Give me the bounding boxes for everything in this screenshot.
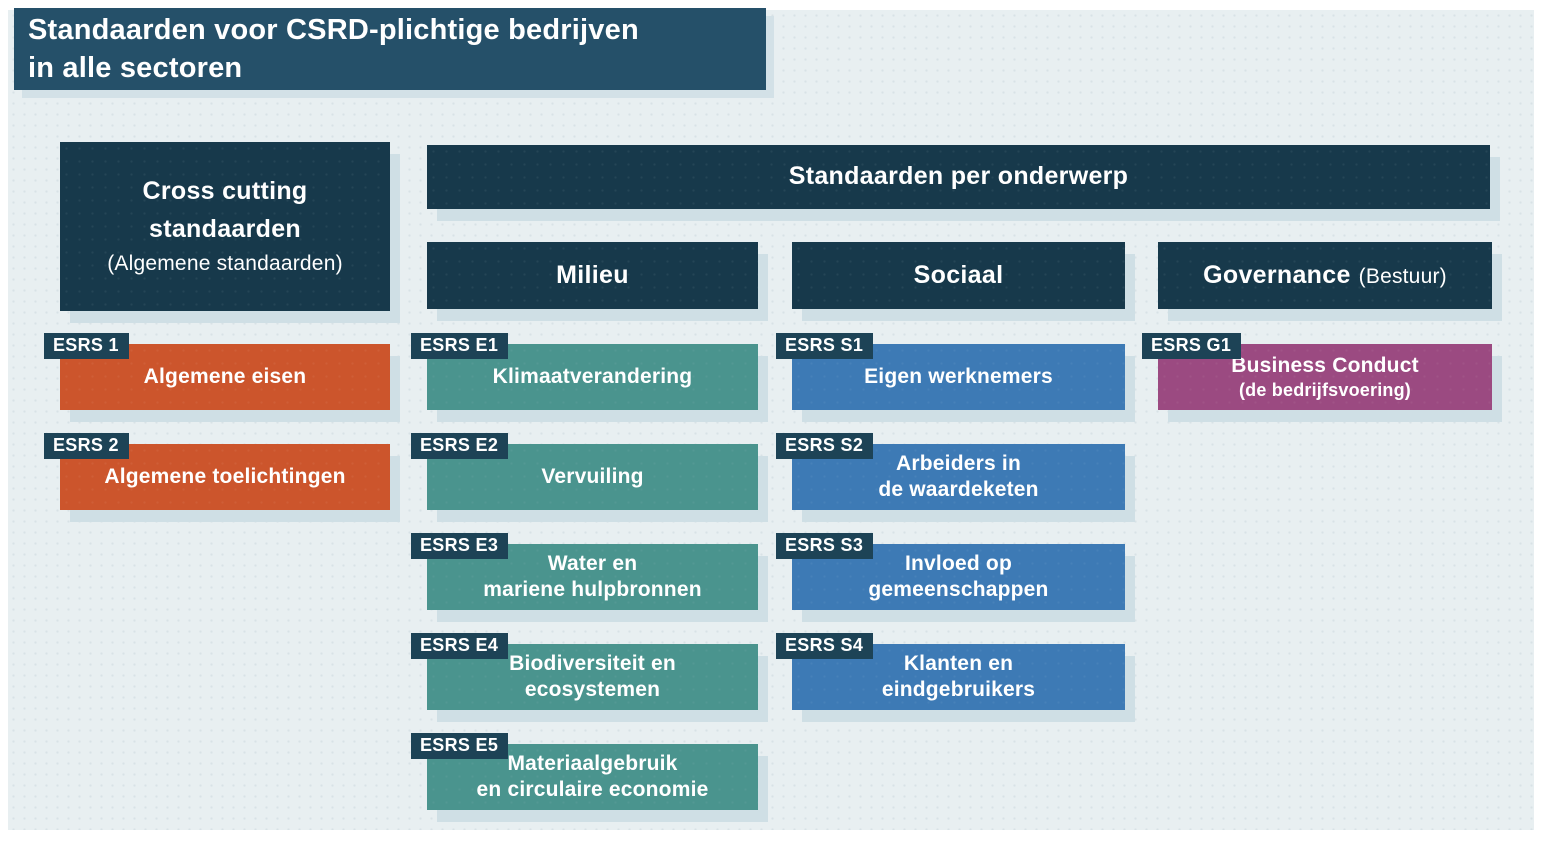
standard-box-label: Arbeiders in de waardeketen — [878, 452, 1039, 501]
esrs-tag: ESRS G1 — [1142, 333, 1242, 359]
esrs-tag: ESRS E4 — [411, 633, 509, 659]
esrs-tag: ESRS 2 — [44, 433, 129, 459]
standard-box-label: Materiaalgebruik en circulaire economie — [476, 752, 709, 801]
esrs-tag: ESRS 1 — [44, 333, 129, 359]
topic-section-header: Standaarden per onderwerp — [427, 145, 1490, 209]
standard-box-label: Business Conduct — [1231, 353, 1419, 377]
standard-box-label: Algemene eisen — [143, 365, 307, 389]
cross-cutting-header-line1: Cross cutting — [142, 177, 308, 206]
milieu-header: Milieu — [427, 242, 758, 309]
standard-box-sublabel: (de bedrijfsvoering) — [1238, 379, 1412, 400]
milieu-header-label: Milieu — [556, 260, 629, 289]
standard-item: ESRS E1 Klimaatverandering — [411, 333, 758, 410]
cross-cutting-header: Cross cutting standaarden (Algemene stan… — [60, 142, 390, 311]
cross-cutting-header-line2: standaarden — [149, 214, 301, 243]
sociaal-header-label: Sociaal — [913, 260, 1004, 289]
esrs-tag: ESRS E3 — [411, 533, 509, 559]
governance-header-sub: (Bestuur) — [1358, 264, 1447, 288]
governance-header-label: Governance — [1203, 260, 1351, 289]
esrs-tag: ESRS S2 — [776, 433, 874, 459]
sociaal-header: Sociaal — [792, 242, 1125, 309]
standard-box-label: Eigen werknemers — [864, 365, 1053, 389]
standard-item: ESRS S1 Eigen werknemers — [776, 333, 1125, 410]
standard-item: ESRS 1 Algemene eisen — [44, 333, 390, 410]
esrs-tag: ESRS E1 — [411, 333, 509, 359]
esrs-tag: ESRS S4 — [776, 633, 874, 659]
diagram-background-panel — [8, 10, 1534, 830]
standard-box-label: Vervuiling — [541, 465, 644, 489]
cross-cutting-header-sub: (Algemene standaarden) — [107, 252, 343, 276]
page-title: Standaarden voor CSRD-plichtige bedrijve… — [14, 8, 766, 90]
esrs-tag: ESRS S1 — [776, 333, 874, 359]
standard-box-label: Biodiversiteit en ecosystemen — [509, 652, 676, 701]
standard-box-label: Klanten en eindgebruikers — [881, 652, 1036, 701]
esrs-tag: ESRS E5 — [411, 733, 509, 759]
standard-box: Vervuiling — [427, 444, 758, 510]
standard-box-label: Water en mariene hulpbronnen — [483, 552, 702, 601]
governance-header: Governance (Bestuur) — [1158, 242, 1492, 309]
esrs-tag: ESRS S3 — [776, 533, 874, 559]
standard-box-label: Klimaatverandering — [492, 365, 693, 389]
topic-section-header-label: Standaarden per onderwerp — [788, 162, 1129, 191]
standard-box: Business Conduct(de bedrijfsvoering) — [1158, 344, 1492, 410]
standard-box: Materiaalgebruik en circulaire economie — [427, 744, 758, 810]
standard-box-label: Invloed op gemeenschappen — [868, 552, 1049, 601]
esrs-tag: ESRS E2 — [411, 433, 509, 459]
standard-item: ESRS E2 Vervuiling — [411, 433, 758, 510]
standard-item: ESRS S4 Klanten en eindgebruikers — [776, 633, 1125, 710]
standard-item: ESRS 2 Algemene toelichtingen — [44, 433, 390, 510]
standard-box-label: Algemene toelichtingen — [104, 465, 346, 489]
